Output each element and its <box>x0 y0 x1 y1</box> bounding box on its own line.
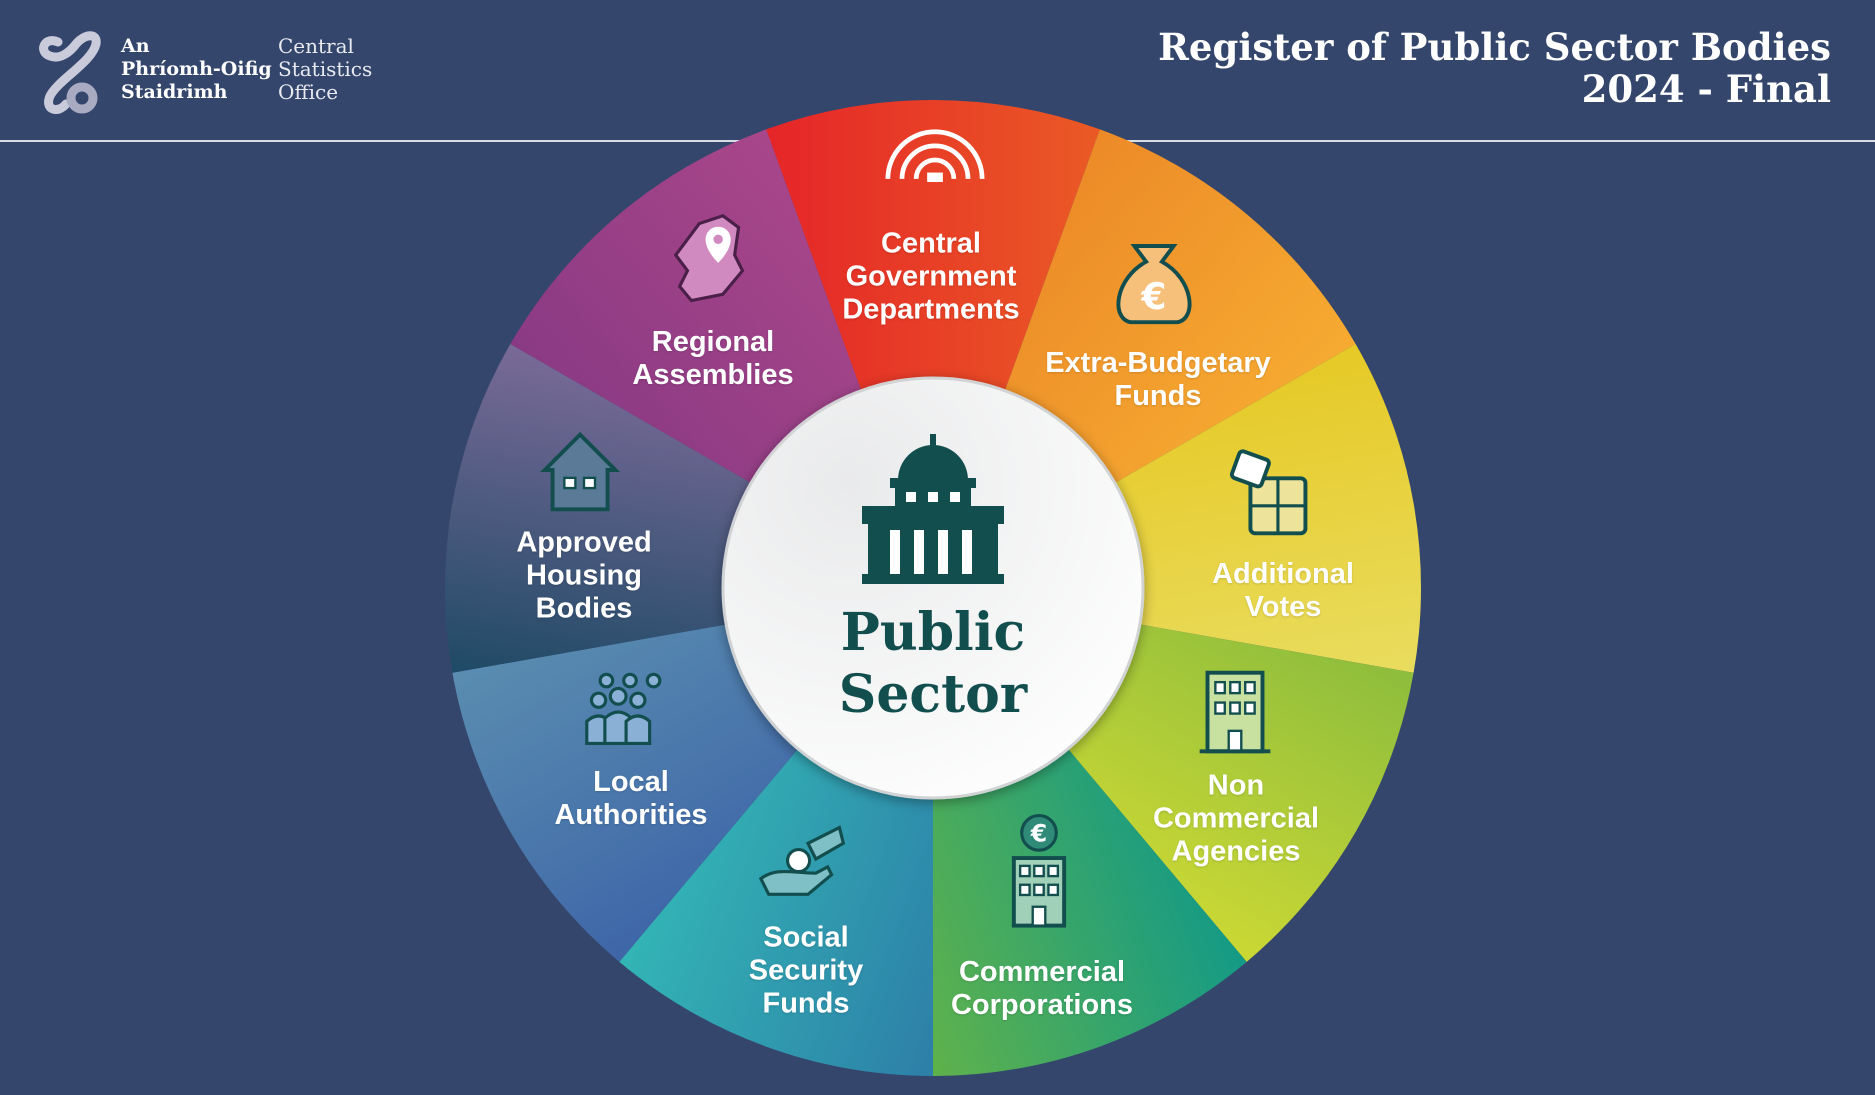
hand-coin-icon <box>753 809 863 913</box>
segment-label-line: Non <box>1207 769 1265 802</box>
segment-label-line: Local <box>593 766 669 798</box>
segment-label-line: Social <box>763 921 849 954</box>
logo-english-line: Office <box>278 80 339 104</box>
cso-logo-icon <box>39 31 101 114</box>
segment-central-government-departments <box>766 100 1100 588</box>
segment-label-line: Approved <box>516 526 652 559</box>
page-title: Register of Public Sector Bodies 2024 - … <box>1158 26 1831 110</box>
segment-label-line: Commercial <box>958 956 1125 988</box>
ireland-map-pin-icon <box>660 205 770 309</box>
government-building-icon <box>862 434 1004 584</box>
svg-text:€: € <box>1030 820 1047 848</box>
segment-label-line: Central <box>881 227 981 260</box>
puzzle-icon <box>1219 444 1329 548</box>
parliament-icon <box>880 121 990 225</box>
segment-label-line: Assemblies <box>632 359 794 391</box>
euro-building-icon: € <box>984 811 1094 935</box>
svg-text:€: € <box>1140 275 1166 318</box>
logo-irish-name: An Phríomh-Oifig Staidrimh <box>121 35 272 104</box>
center-circle <box>721 376 1145 800</box>
title-line: Register of Public Sector Bodies <box>1158 25 1831 69</box>
segment-label-line: Security <box>748 954 864 987</box>
logo-irish-line: Staidrimh <box>121 81 228 103</box>
title-subline: 2024 - Final <box>1581 67 1831 111</box>
logo-irish-line: Phríomh-Oifig <box>121 58 272 80</box>
segment-label-line: Votes <box>1244 591 1322 623</box>
segment-label-line: Authorities <box>554 799 708 831</box>
segment-label-line: Departments <box>842 293 1020 326</box>
segment-label-line: Bodies <box>535 592 633 625</box>
house-icon <box>529 420 639 524</box>
segment-label-line: Corporations <box>950 989 1134 1021</box>
logo-english-name: Central Statistics Office <box>278 35 372 104</box>
segment-label-line: Government <box>845 260 1017 293</box>
euro-money-bag-icon: € <box>1099 229 1209 333</box>
segment-label-line: Additional <box>1212 558 1354 590</box>
people-group-icon <box>575 662 685 766</box>
center-label-line: Public <box>840 602 1026 663</box>
center-label: Public Sector <box>839 602 1027 726</box>
logo-irish-line: An <box>121 35 150 57</box>
segment-label-line: Funds <box>762 987 850 1020</box>
logo-english-line: Central <box>278 34 354 58</box>
logo-english-line: Statistics <box>278 57 373 81</box>
segment-label-line: Extra-Budgetary <box>1045 347 1271 379</box>
segment-label-line: Agencies <box>1171 835 1301 868</box>
segment-label-line: Commercial <box>1152 802 1320 835</box>
segment-label-line: Housing <box>526 559 642 592</box>
segment-label-line: Regional <box>651 326 775 358</box>
office-building-icon <box>1180 662 1290 766</box>
segment-label-line: Funds <box>1114 380 1202 412</box>
center-label-line: Sector <box>838 664 1028 725</box>
